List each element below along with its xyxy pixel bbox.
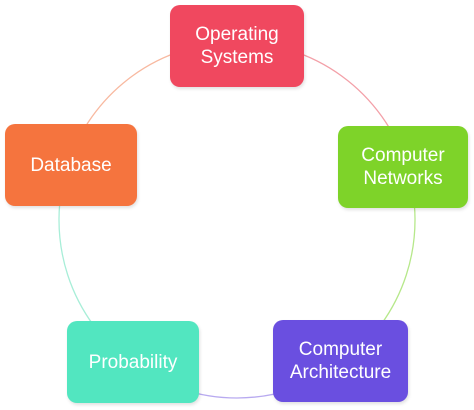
node-probability: Probability bbox=[67, 321, 199, 403]
node-computer-architecture: Computer Architecture bbox=[273, 320, 408, 402]
node-computer-networks: Computer Networks bbox=[338, 126, 468, 208]
node-operating-systems: Operating Systems bbox=[170, 5, 304, 87]
node-database: Database bbox=[5, 124, 137, 206]
